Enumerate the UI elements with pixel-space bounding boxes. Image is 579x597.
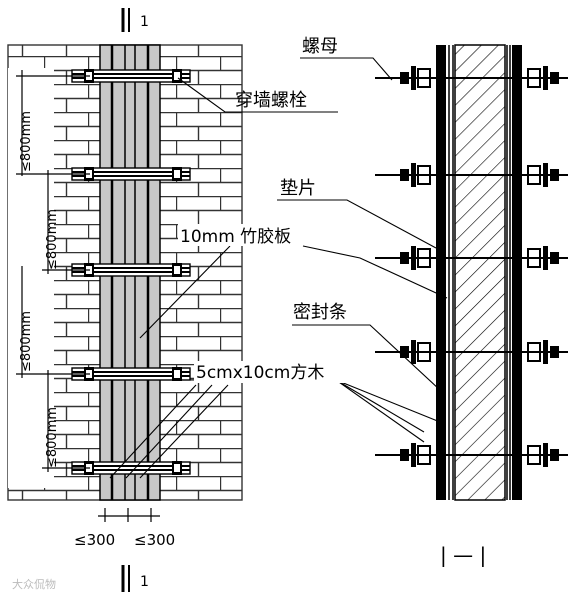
- wall-section-hatch: [454, 44, 506, 501]
- nut-label: 螺母: [302, 36, 338, 57]
- bolt-row: [71, 367, 191, 381]
- section-bolt: [375, 340, 568, 364]
- bolt-row: [71, 167, 191, 181]
- section-bolt: [375, 163, 568, 187]
- vertical-dimensions: [16, 70, 90, 472]
- section-cut-bottom: [121, 565, 130, 592]
- section-mark-top: 1: [140, 14, 149, 30]
- sealing-strip-label: 密封条: [293, 302, 347, 323]
- section-bolt: [375, 443, 568, 467]
- callout-leaders: [109, 57, 448, 479]
- section-view: | — |: [375, 44, 568, 567]
- section-label: | — |: [440, 543, 486, 567]
- washer-label: 垫片: [280, 178, 316, 199]
- spacing-800-label: ≤800mm: [19, 311, 34, 372]
- spacing-800-label: ≤800mm: [19, 111, 34, 172]
- elevation-view: ≤800mm ≤800mm ≤800mm ≤800mm ≤300 ≤300: [7, 8, 243, 592]
- spacing-300-label-right: ≤300: [134, 531, 175, 549]
- bamboo-plywood-label: 10mm 竹胶板: [180, 227, 291, 247]
- section-bolt: [375, 66, 568, 90]
- through-wall-bolt-label: 穿墙螺栓: [235, 90, 307, 111]
- section-mark-bottom: 1: [140, 574, 149, 590]
- section-cut-top: [121, 8, 130, 32]
- section-bolt: [375, 246, 568, 270]
- spacing-800-label: ≤800mm: [45, 209, 60, 270]
- spacing-300-label-left: ≤300: [74, 531, 115, 549]
- horizontal-dimension: [98, 508, 160, 522]
- timber-square-label: 5cmx10cm方木: [196, 363, 324, 383]
- spacing-800-label: ≤800mm: [45, 407, 60, 468]
- watermark-logo: 大众侃物: [12, 577, 56, 591]
